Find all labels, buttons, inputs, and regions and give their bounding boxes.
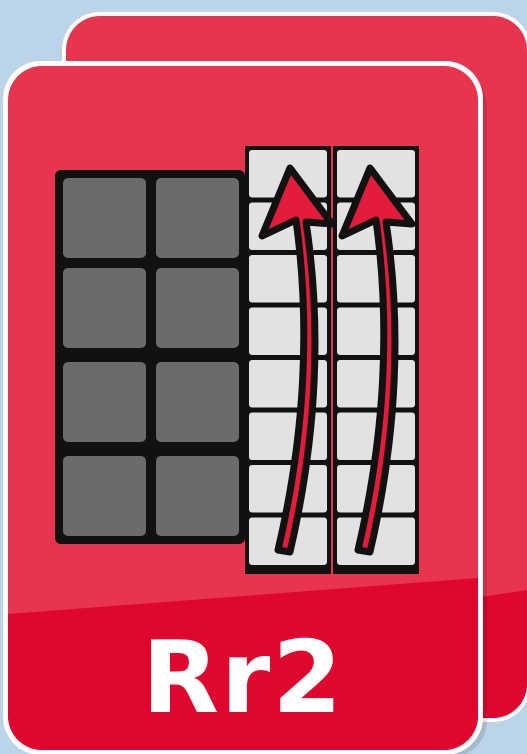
dark-tile (156, 178, 239, 258)
dark-tile (63, 268, 146, 348)
light-tile (249, 413, 327, 461)
light-tile (337, 255, 415, 303)
dark-tile (63, 456, 146, 536)
dark-tile (63, 362, 146, 442)
dark-tile (156, 362, 239, 442)
move-label: Rr2 (142, 619, 344, 736)
dark-tile (156, 456, 239, 536)
light-tile (337, 360, 415, 408)
dark-tile (156, 268, 239, 348)
light-tile (337, 308, 415, 356)
dark-tile (63, 178, 146, 258)
dark-tile-block (55, 170, 245, 544)
